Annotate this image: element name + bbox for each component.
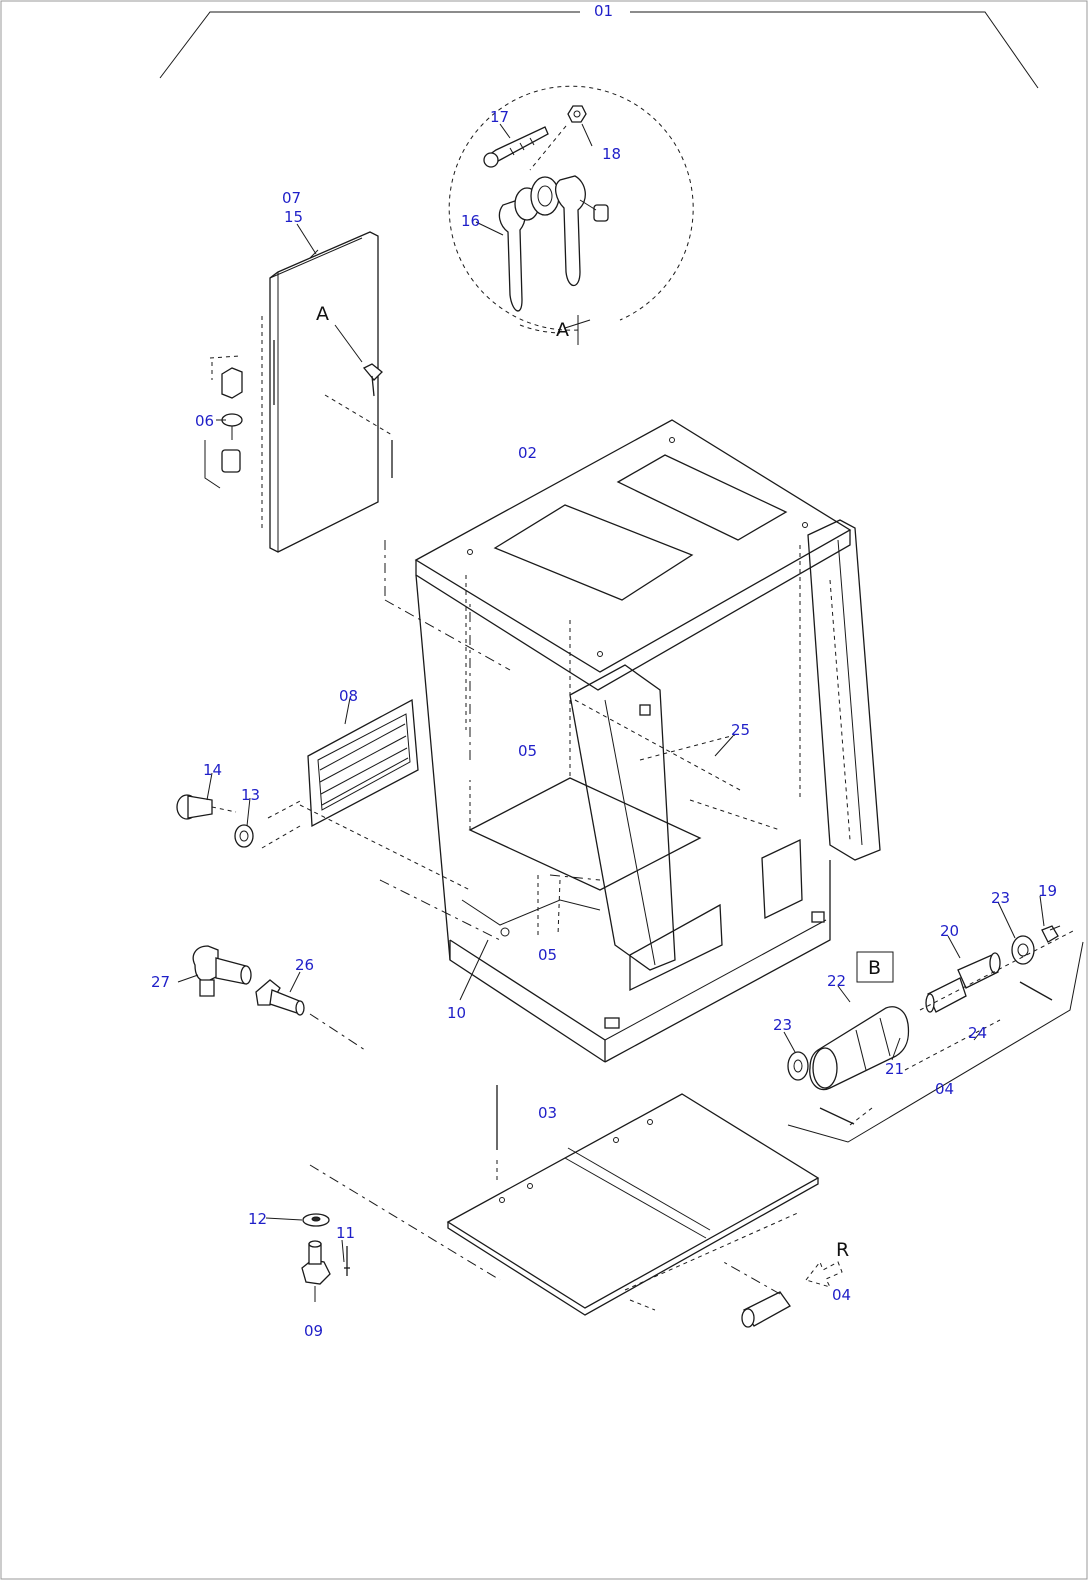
callout-11: 11 — [336, 1224, 355, 1242]
view-r-label: R — [836, 1239, 849, 1261]
callout-18: 18 — [602, 145, 621, 163]
bolt-17 — [483, 126, 549, 168]
callout-16: 16 — [461, 212, 480, 230]
view-b-box — [856, 951, 894, 983]
nut-18 — [529, 105, 587, 171]
callout-23-left: 23 — [773, 1016, 792, 1034]
callout-05-lower: 05 — [538, 946, 557, 964]
fitting-27 — [192, 945, 252, 997]
callout-12: 12 — [248, 1210, 267, 1228]
callout-09: 09 — [304, 1322, 323, 1340]
grille-08 — [307, 698, 419, 828]
cab-housing-02 — [414, 419, 881, 1063]
callout-17: 17 — [490, 108, 509, 126]
washer-13 — [234, 824, 254, 848]
callout-06: 06 — [195, 412, 214, 430]
bolt-14 — [176, 794, 237, 820]
callout-21: 21 — [885, 1060, 904, 1078]
callout-leaders — [177, 123, 1045, 1302]
bolt-09 — [301, 1240, 331, 1285]
bushing-26 — [255, 979, 366, 1051]
side-door-panel — [261, 231, 393, 553]
latch-06 — [204, 355, 243, 489]
callout-24: 24 — [968, 1024, 987, 1042]
view-b-label: B — [868, 957, 881, 979]
callout-20: 20 — [940, 922, 959, 940]
view-letters: A A B R — [316, 303, 881, 1261]
callout-19: 19 — [1038, 882, 1057, 900]
callout-04-pin: 04 — [935, 1080, 954, 1098]
callout-05-upper: 05 — [518, 742, 537, 760]
callout-14: 14 — [203, 761, 222, 779]
pin-11 — [344, 1246, 350, 1276]
callout-22: 22 — [827, 972, 846, 990]
callout-02: 02 — [518, 444, 537, 462]
callout-10: 10 — [447, 1004, 466, 1022]
callout-25: 25 — [731, 721, 750, 739]
callout-labels: 01 02 03 04 04 05 05 06 07 08 09 10 11 1… — [151, 2, 1057, 1340]
callout-01: 01 — [594, 2, 613, 20]
callout-08: 08 — [339, 687, 358, 705]
callout-23-right: 23 — [991, 889, 1010, 907]
callout-27: 27 — [151, 973, 170, 991]
detail-a-circle — [448, 85, 694, 345]
handle-lock-16 — [498, 175, 609, 312]
callout-07: 07 — [282, 189, 301, 207]
detail-a-label: A — [556, 319, 569, 341]
floor-plate-03 — [446, 1093, 820, 1316]
leader-lines — [261, 540, 601, 1281]
view-r-arrow — [719, 1259, 843, 1328]
pin-assembly-b — [787, 925, 1084, 1143]
callout-03: 03 — [538, 1104, 557, 1122]
door-detail-a-label: A — [316, 303, 329, 325]
callout-15: 15 — [284, 208, 303, 226]
callout-26: 26 — [295, 956, 314, 974]
callout-04-view-r: 04 — [832, 1286, 851, 1304]
assembly-bracket — [159, 11, 1039, 89]
washer-12 — [302, 1213, 330, 1227]
callout-13: 13 — [241, 786, 260, 804]
